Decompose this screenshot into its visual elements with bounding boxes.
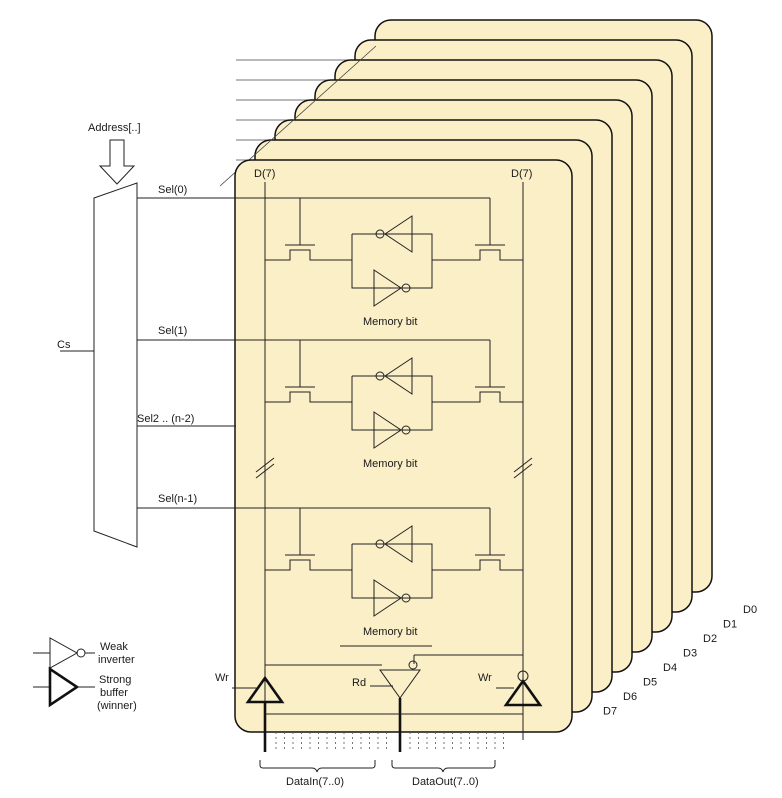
memory-bit-label: Memory bit — [363, 316, 417, 328]
weak-inverter-icon — [384, 215, 413, 253]
plane-label-D0: D0 — [743, 604, 757, 616]
bitline-right-label: D(7) — [511, 168, 532, 180]
weak-inverter-icon — [384, 357, 413, 395]
cs-label: Cs — [57, 339, 71, 351]
front-plane — [234, 159, 573, 733]
legend-strong-1: Strong — [99, 674, 131, 686]
data-out-label: DataOut(7..0) — [412, 776, 479, 788]
address-decoder — [93, 182, 138, 548]
legend-strong-2: buffer — [100, 687, 128, 699]
weak-inverter-icon — [373, 269, 402, 307]
plane-label-D6: D6 — [623, 691, 637, 703]
memory-cell: Memory bit — [265, 198, 523, 328]
bitline-left-label: D(7) — [254, 168, 275, 180]
legend-weak-2: inverter — [98, 654, 135, 666]
plane-label-D4: D4 — [663, 662, 677, 674]
data-out-brace — [391, 760, 496, 773]
rd-label: Rd — [352, 677, 366, 689]
legend-weak-1: Weak — [100, 641, 128, 653]
plane-label-D5: D5 — [643, 677, 657, 689]
bus-lines — [275, 732, 504, 752]
read-buffer-icon — [379, 669, 421, 699]
wr-left-label: Wr — [215, 672, 229, 684]
data-in-label: DataIn(7..0) — [286, 776, 344, 788]
sel1-label: Sel(1) — [158, 325, 187, 337]
plane-label-D7: D7 — [603, 706, 617, 718]
memory-bit-label: Memory bit — [363, 458, 417, 470]
address-label: Address[..] — [88, 122, 141, 134]
memory-cell: Memory bit — [265, 340, 523, 470]
legend-weak-inverter-icon — [49, 637, 79, 669]
sel-last-label: Sel(n-1) — [158, 493, 197, 505]
legend-strong-buffer-icon — [48, 666, 80, 708]
address-arrow-icon — [98, 139, 136, 185]
weak-inverter-icon — [384, 525, 413, 563]
sel0-label: Sel(0) — [158, 184, 187, 196]
plane-label-D1: D1 — [723, 619, 737, 631]
wr-right-label: Wr — [478, 672, 492, 684]
write-buffer-right-icon — [503, 678, 543, 707]
data-in-brace — [259, 760, 376, 773]
memory-cell: Memory bit — [265, 508, 523, 638]
weak-inverter-icon — [373, 411, 402, 449]
sel-mid-label: Sel2 .. (n-2) — [137, 413, 194, 425]
weak-inverter-icon — [373, 579, 402, 617]
plane-label-D3: D3 — [683, 648, 697, 660]
plane-label-D2: D2 — [703, 633, 717, 645]
legend-strong-3: (winner) — [97, 700, 137, 712]
memory-bit-label: Memory bit — [363, 626, 417, 638]
